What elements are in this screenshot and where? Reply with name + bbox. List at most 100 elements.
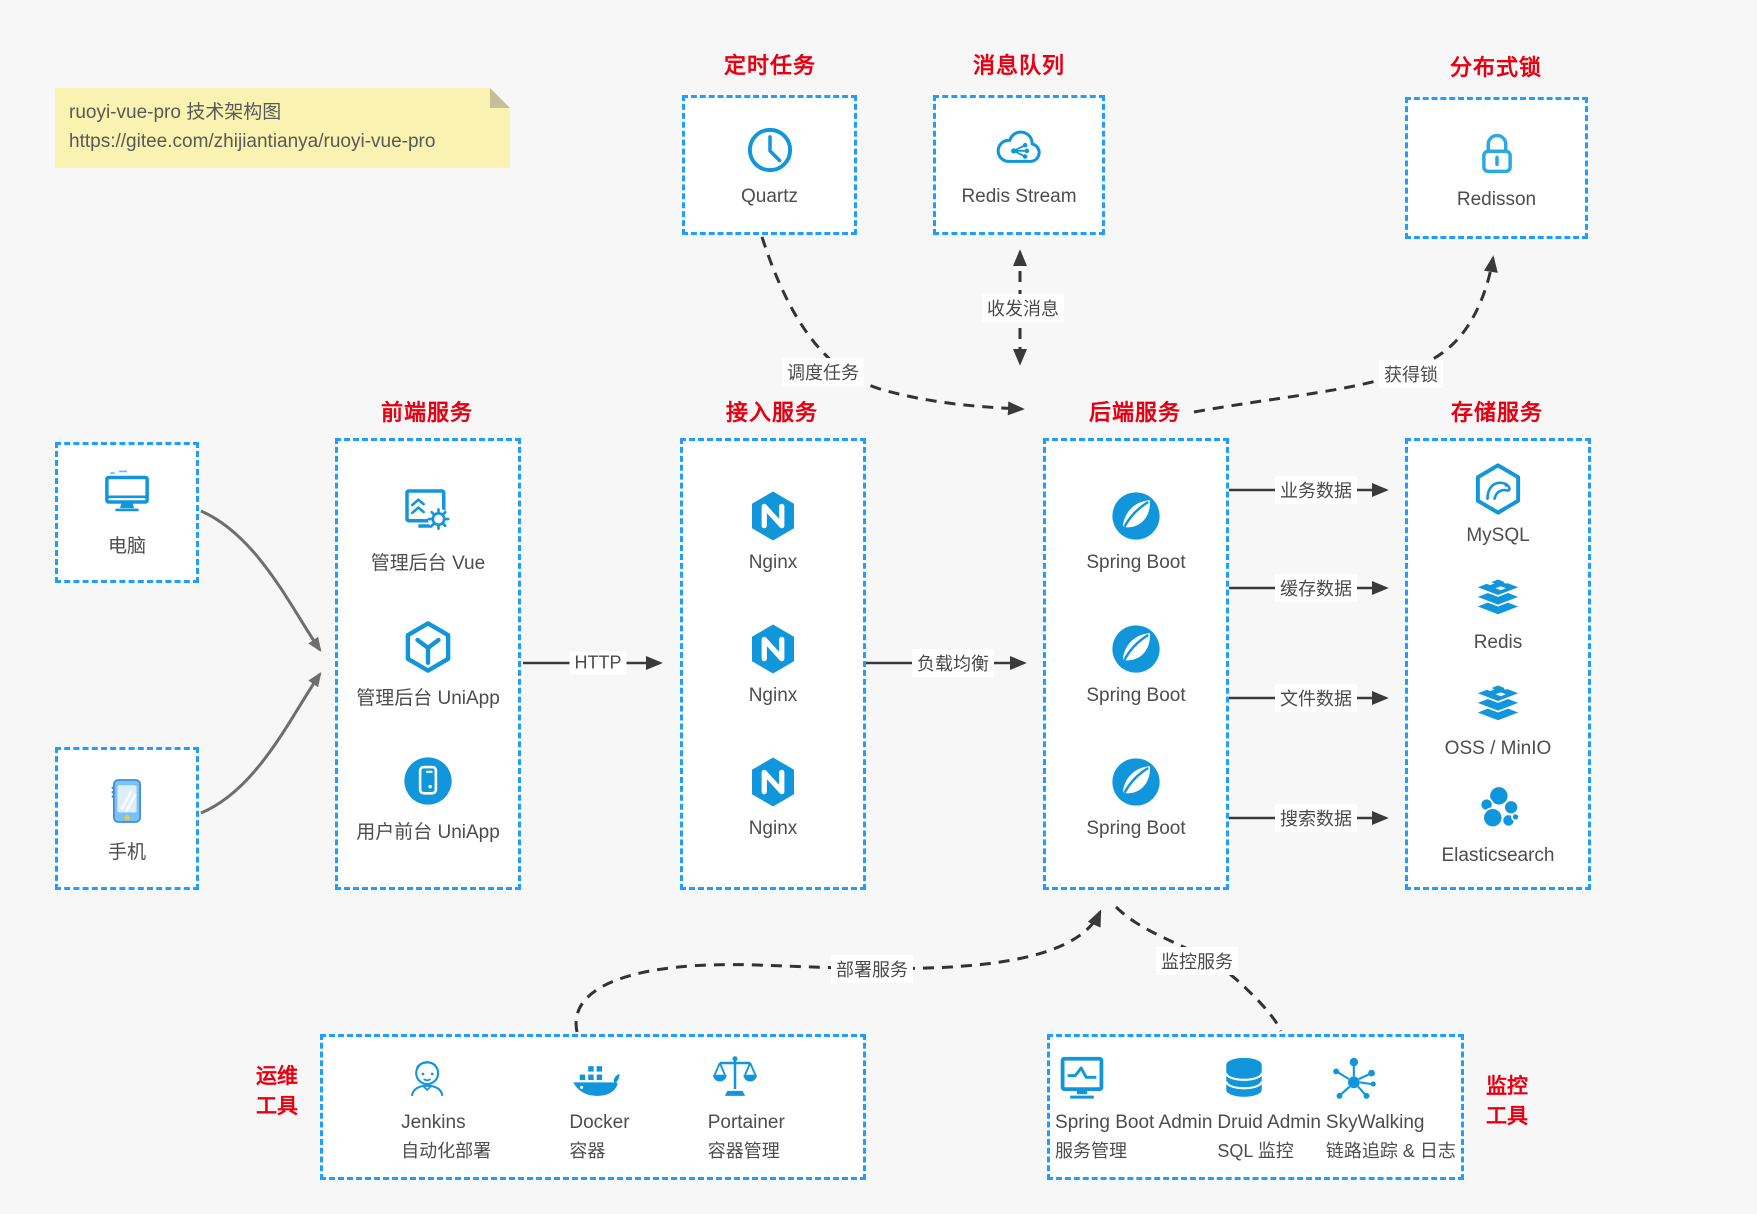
monitor-tools-title: 监控 工具 (1486, 1075, 1528, 1128)
springboot-admin-desc: 服务管理 (1055, 1140, 1128, 1161)
user-uniapp-icon (404, 757, 452, 805)
edge-label-schedule-task: 调度任务 (782, 358, 864, 386)
admin-vue-icon (405, 489, 450, 531)
frontend-item-admin-vue: 管理后台 Vue (371, 484, 485, 575)
pc-to-frontend-arrow (200, 509, 322, 652)
schedule-task-arrow (760, 236, 1025, 416)
monitor-service-arrow (1114, 905, 1283, 1032)
spring-boot-icon (1112, 625, 1160, 673)
column-title-gateway: 接入服务 (725, 400, 819, 425)
edge-label-business-data: 业务数据 (1275, 476, 1357, 504)
edge-label-cache-data: 缓存数据 (1275, 574, 1357, 602)
oss-minio-label: OSS / MinIO (1444, 738, 1552, 760)
phone-label: 手机 (107, 842, 146, 863)
storage-item-elasticsearch: Elasticsearch (1442, 781, 1555, 867)
ops-item-jenkins: Jenkins 自动化部署 (401, 1052, 491, 1163)
lock-icon (1481, 133, 1512, 174)
frontend-column-box: 管理后台 Vue 管理后台 UniApp 用户前台 UniApp (335, 438, 521, 890)
gateway-item-nginx-2: Nginx (745, 621, 801, 707)
group-title-message-queue: 消息队列 (972, 53, 1066, 78)
clock-icon (747, 127, 792, 173)
storage-item-redis: Redis (1470, 568, 1526, 654)
druid-icon (1225, 1057, 1264, 1097)
pc-client-box: 电脑 (55, 442, 199, 583)
docker-name: Docker (569, 1111, 630, 1133)
gateway-item-nginx-1: Nginx (745, 488, 801, 574)
jenkins-icon (411, 1060, 444, 1096)
acquire-lock-arrow (1193, 255, 1498, 414)
redisson-label: Redisson (1456, 189, 1537, 210)
docker-icon (573, 1064, 620, 1096)
group-title-scheduled-task: 定时任务 (723, 53, 817, 78)
nginx-label: Nginx (748, 552, 798, 573)
redis-label: Redis (1473, 631, 1523, 653)
ops-tools-title: 运维 工具 (256, 1065, 298, 1118)
admin-vue-label: 管理后台 Vue (370, 553, 486, 575)
edge-label-message: 收发消息 (982, 294, 1064, 322)
gateway-column-box: Nginx Nginx Nginx (680, 438, 866, 890)
mysql-icon (1475, 463, 1521, 515)
column-title-frontend: 前端服务 (380, 400, 474, 425)
deploy-service-arrow (574, 909, 1102, 1033)
storage-item-mysql: MySQL (1466, 461, 1530, 547)
spring-boot-label: Spring Boot (1086, 818, 1186, 839)
ops-tools-box: Jenkins 自动化部署 Docker 容器 (320, 1034, 866, 1180)
springboot-admin-icon (1060, 1056, 1104, 1099)
skywalking-desc: 链路追踪 & 日志 (1325, 1140, 1456, 1161)
frontend-item-admin-uniapp: 管理后台 UniApp (356, 619, 500, 710)
uniapp-cube-icon (405, 620, 451, 673)
backend-column-box: Spring Boot Spring Boot Spring Boot (1043, 438, 1229, 890)
monitor-item-skywalking: SkyWalking 链路追踪 & 日志 (1326, 1052, 1456, 1163)
storage-item-oss-minio: OSS / MinIO (1444, 674, 1552, 760)
phone-to-frontend-arrow (200, 672, 322, 815)
quartz-label: Quartz (740, 186, 799, 207)
admin-uniapp-label: 管理后台 UniApp (356, 687, 500, 709)
storage-column-box: MySQL Redis OSS / MinIO (1405, 438, 1591, 890)
springboot-admin-name: Spring Boot Admin (1055, 1111, 1213, 1133)
oss-minio-icon (1472, 683, 1524, 723)
druid-admin-desc: SQL 监控 (1217, 1140, 1294, 1161)
gateway-item-nginx-3: Nginx (745, 754, 801, 840)
docker-desc: 容器 (569, 1140, 606, 1161)
elasticsearch-icon (1479, 784, 1520, 828)
edge-label-monitor: 监控服务 (1156, 947, 1238, 975)
nginx-icon (752, 491, 794, 541)
backend-item-springboot-1: Spring Boot (1086, 488, 1186, 574)
monitor-tools-box: Spring Boot Admin 服务管理 Druid Admin SQL 监… (1047, 1034, 1464, 1180)
edge-label-deploy: 部署服务 (831, 955, 913, 983)
sticky-note: ruoyi-vue-pro 技术架构图 https://gitee.com/zh… (55, 88, 510, 168)
skywalking-icon (1333, 1057, 1376, 1099)
column-title-backend: 后端服务 (1088, 400, 1182, 425)
note-title: ruoyi-vue-pro 技术架构图 (69, 102, 282, 123)
pc-label: 电脑 (107, 536, 146, 557)
frontend-item-user-uniapp: 用户前台 UniApp (356, 753, 500, 844)
spring-boot-label: Spring Boot (1086, 685, 1186, 706)
skywalking-name: SkyWalking (1325, 1111, 1425, 1133)
group-title-distributed-lock: 分布式锁 (1449, 55, 1543, 80)
edge-label-search-data: 搜索数据 (1275, 804, 1357, 832)
redis-icon (1472, 577, 1524, 616)
mysql-label: MySQL (1466, 525, 1530, 547)
ops-item-portainer: Portainer 容器管理 (708, 1052, 785, 1163)
portainer-desc: 容器管理 (707, 1140, 780, 1161)
nginx-icon (752, 624, 794, 674)
druid-admin-name: Druid Admin (1217, 1111, 1321, 1133)
nginx-label: Nginx (748, 818, 798, 839)
edge-label-http: HTTP (569, 651, 627, 675)
quartz-box: Quartz (682, 95, 857, 235)
nginx-label: Nginx (748, 685, 798, 706)
cloud-share-icon (996, 130, 1041, 163)
column-title-storage: 存储服务 (1450, 400, 1544, 425)
monitor-item-springboot-admin: Spring Boot Admin 服务管理 (1055, 1052, 1212, 1163)
spring-boot-icon (1112, 758, 1160, 806)
edge-label-load-balance: 负载均衡 (912, 649, 994, 677)
note-url: https://gitee.com/zhijiantianya/ruoyi-vu… (69, 131, 436, 152)
backend-item-springboot-2: Spring Boot (1086, 621, 1186, 707)
monitor-item-druid-admin: Druid Admin SQL 监控 (1217, 1052, 1321, 1163)
elasticsearch-label: Elasticsearch (1441, 844, 1555, 866)
edge-label-file-data: 文件数据 (1275, 684, 1357, 712)
spring-boot-label: Spring Boot (1086, 552, 1186, 573)
desktop-icon (105, 470, 149, 512)
user-uniapp-label: 用户前台 UniApp (356, 821, 500, 843)
